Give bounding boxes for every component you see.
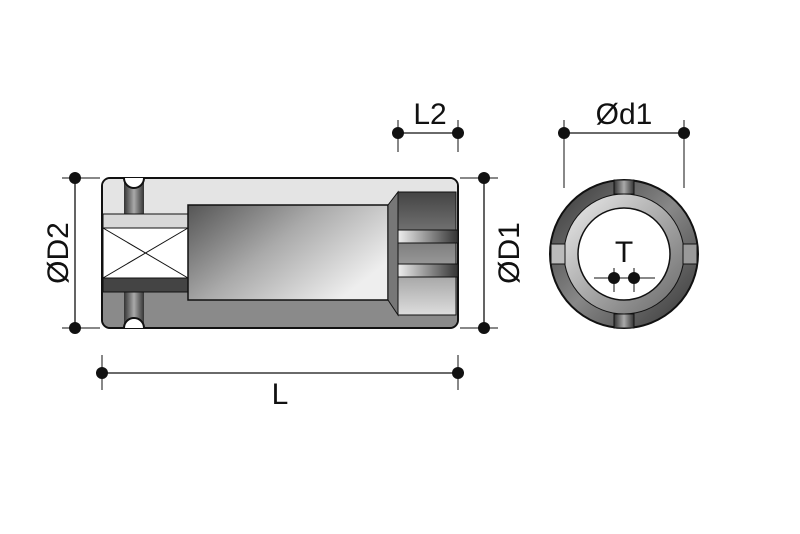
hex-socket xyxy=(397,191,457,316)
bore xyxy=(187,204,389,301)
dimension-L2: L2 xyxy=(392,98,464,152)
dimension-D1: ØD1 xyxy=(460,172,526,334)
dimension-D2: ØD2 xyxy=(42,172,100,334)
dimension-L: L xyxy=(96,355,464,411)
label-T: T xyxy=(615,236,633,269)
socket-end-view: T xyxy=(549,179,699,329)
label-d1: Ød1 xyxy=(596,98,653,131)
socket-side-view xyxy=(101,177,459,329)
label-D2: ØD2 xyxy=(42,222,75,284)
label-D1: ØD1 xyxy=(493,222,526,284)
label-L: L xyxy=(272,378,289,411)
label-L2: L2 xyxy=(413,98,446,131)
dimension-d1: Ød1 xyxy=(558,98,690,188)
groove-top xyxy=(124,179,144,215)
